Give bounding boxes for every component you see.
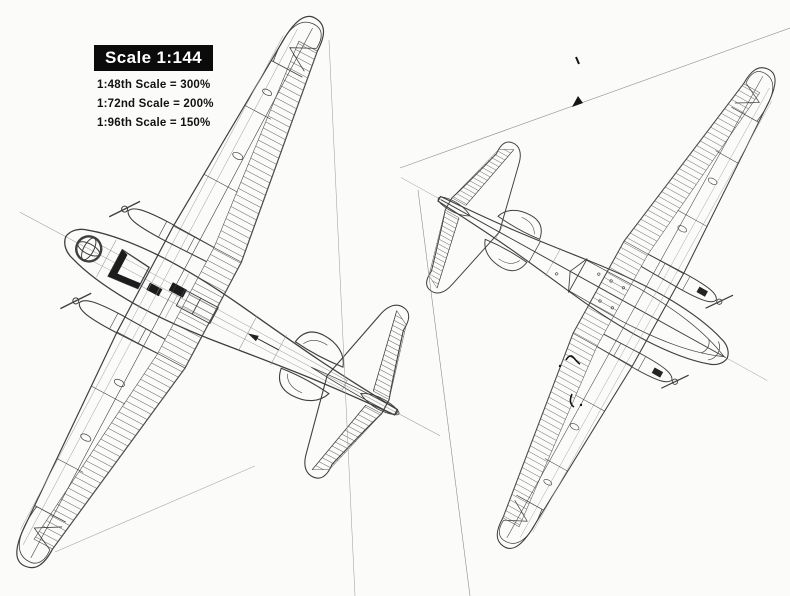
scale-title-badge: Scale 1:144: [94, 45, 214, 71]
aircraft-bottom-view: [396, 47, 790, 586]
direction-arrow: [247, 333, 279, 351]
scale-conversion-172: 1:72nd Scale = 200%: [97, 98, 214, 110]
scale-conversion-148: 1:48th Scale = 300%: [97, 79, 211, 91]
scale-conversion-list: 1:48th Scale = 300% 1:72nd Scale = 200% …: [97, 76, 214, 133]
aircraft-top-view: [0, 0, 443, 590]
construction-lines: [54, 27, 790, 596]
scale-title-text: Scale 1:144: [105, 48, 203, 67]
wing-bottom-view: [465, 47, 790, 586]
fuselage-top-view: [52, 212, 410, 437]
scale-conversion-196: 1:96th Scale = 150%: [97, 117, 211, 129]
pencil-marks: [558, 56, 583, 408]
bow-turret: [75, 235, 103, 263]
cockpit-canopy: [107, 248, 150, 290]
